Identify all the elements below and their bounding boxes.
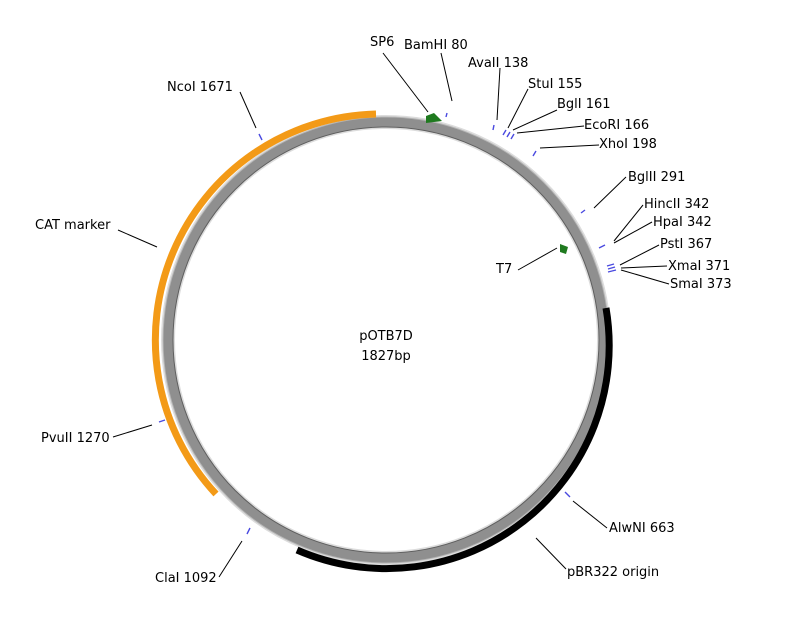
label-xmai: XmaI 371	[668, 259, 730, 274]
leader-pvuii	[112, 424, 153, 438]
plasmid-size: 1827bp	[361, 349, 411, 364]
label-ecori: EcoRI 166	[584, 118, 649, 133]
label-xhoi: XhoI 198	[599, 137, 657, 152]
leader-cat	[117, 229, 158, 248]
cat-marker-arc	[151, 110, 377, 497]
leader-lines	[112, 52, 670, 578]
site-tick-psti	[606, 263, 615, 267]
leader-clai	[218, 540, 243, 578]
leader-pbr322	[535, 537, 567, 570]
site-tick-avaii	[492, 124, 495, 131]
sp6-promoter-arrow	[426, 113, 442, 123]
site-tick-bgli	[506, 131, 511, 138]
site-tick-clai	[246, 527, 251, 535]
site-tick-alwni	[564, 491, 571, 498]
leader-smai	[620, 269, 670, 285]
leader-ncoi	[239, 91, 257, 129]
label-pvuii: PvuII 1270	[41, 431, 110, 446]
label-t7: T7	[495, 262, 512, 277]
site-tick-smai	[607, 269, 617, 273]
site-tick-stui	[502, 129, 507, 136]
label-clai: ClaI 1092	[155, 571, 217, 586]
label-stui: StuI 155	[528, 77, 582, 92]
site-ticks	[158, 112, 617, 535]
label-pbr322-origin: pBR322 origin	[567, 565, 659, 580]
site-tick-xmai	[607, 266, 616, 270]
label-cat-marker: CAT marker	[35, 218, 111, 233]
leader-hpai	[613, 221, 653, 244]
label-bamhi: BamHI 80	[404, 38, 468, 53]
leader-hincii	[613, 204, 644, 242]
site-tick-hincii	[598, 244, 606, 249]
label-psti: PstI 367	[660, 237, 712, 252]
leader-bglii	[593, 176, 627, 209]
label-bglii: BglII 291	[628, 170, 685, 185]
site-tick-xhoi	[532, 150, 537, 157]
site-tick-ecori	[510, 133, 515, 140]
label-bgli: BglI 161	[557, 97, 611, 112]
leader-psti	[619, 244, 660, 266]
leader-ecori	[516, 125, 585, 134]
pbr322-origin-arc	[295, 307, 613, 573]
leader-xhoi	[539, 144, 600, 149]
t7-promoter-arrow	[560, 244, 568, 254]
site-tick-bglii	[580, 209, 586, 214]
label-hpai: HpaI 342	[653, 215, 712, 230]
leader-xmai	[620, 265, 668, 269]
leader-t7	[517, 247, 558, 271]
label-avaii: AvaII 138	[468, 56, 528, 71]
label-ncoi: NcoI 1671	[167, 80, 233, 95]
site-tick-pvuii	[158, 419, 166, 423]
site-tick-bamhi	[445, 112, 448, 118]
label-alwni: AlwNI 663	[609, 521, 675, 536]
site-tick-ncoi	[258, 133, 263, 141]
label-smai: SmaI 373	[670, 277, 732, 292]
leader-avaii	[496, 67, 501, 121]
leader-alwni	[572, 500, 608, 529]
leader-sp6	[382, 52, 429, 113]
leader-bamhi	[440, 52, 453, 102]
label-sp6: SP6	[370, 35, 394, 50]
leader-bgli	[512, 109, 558, 131]
label-hincii: HincII 342	[644, 197, 709, 212]
plasmid-name: pOTB7D	[359, 329, 413, 344]
leader-stui	[507, 88, 529, 129]
